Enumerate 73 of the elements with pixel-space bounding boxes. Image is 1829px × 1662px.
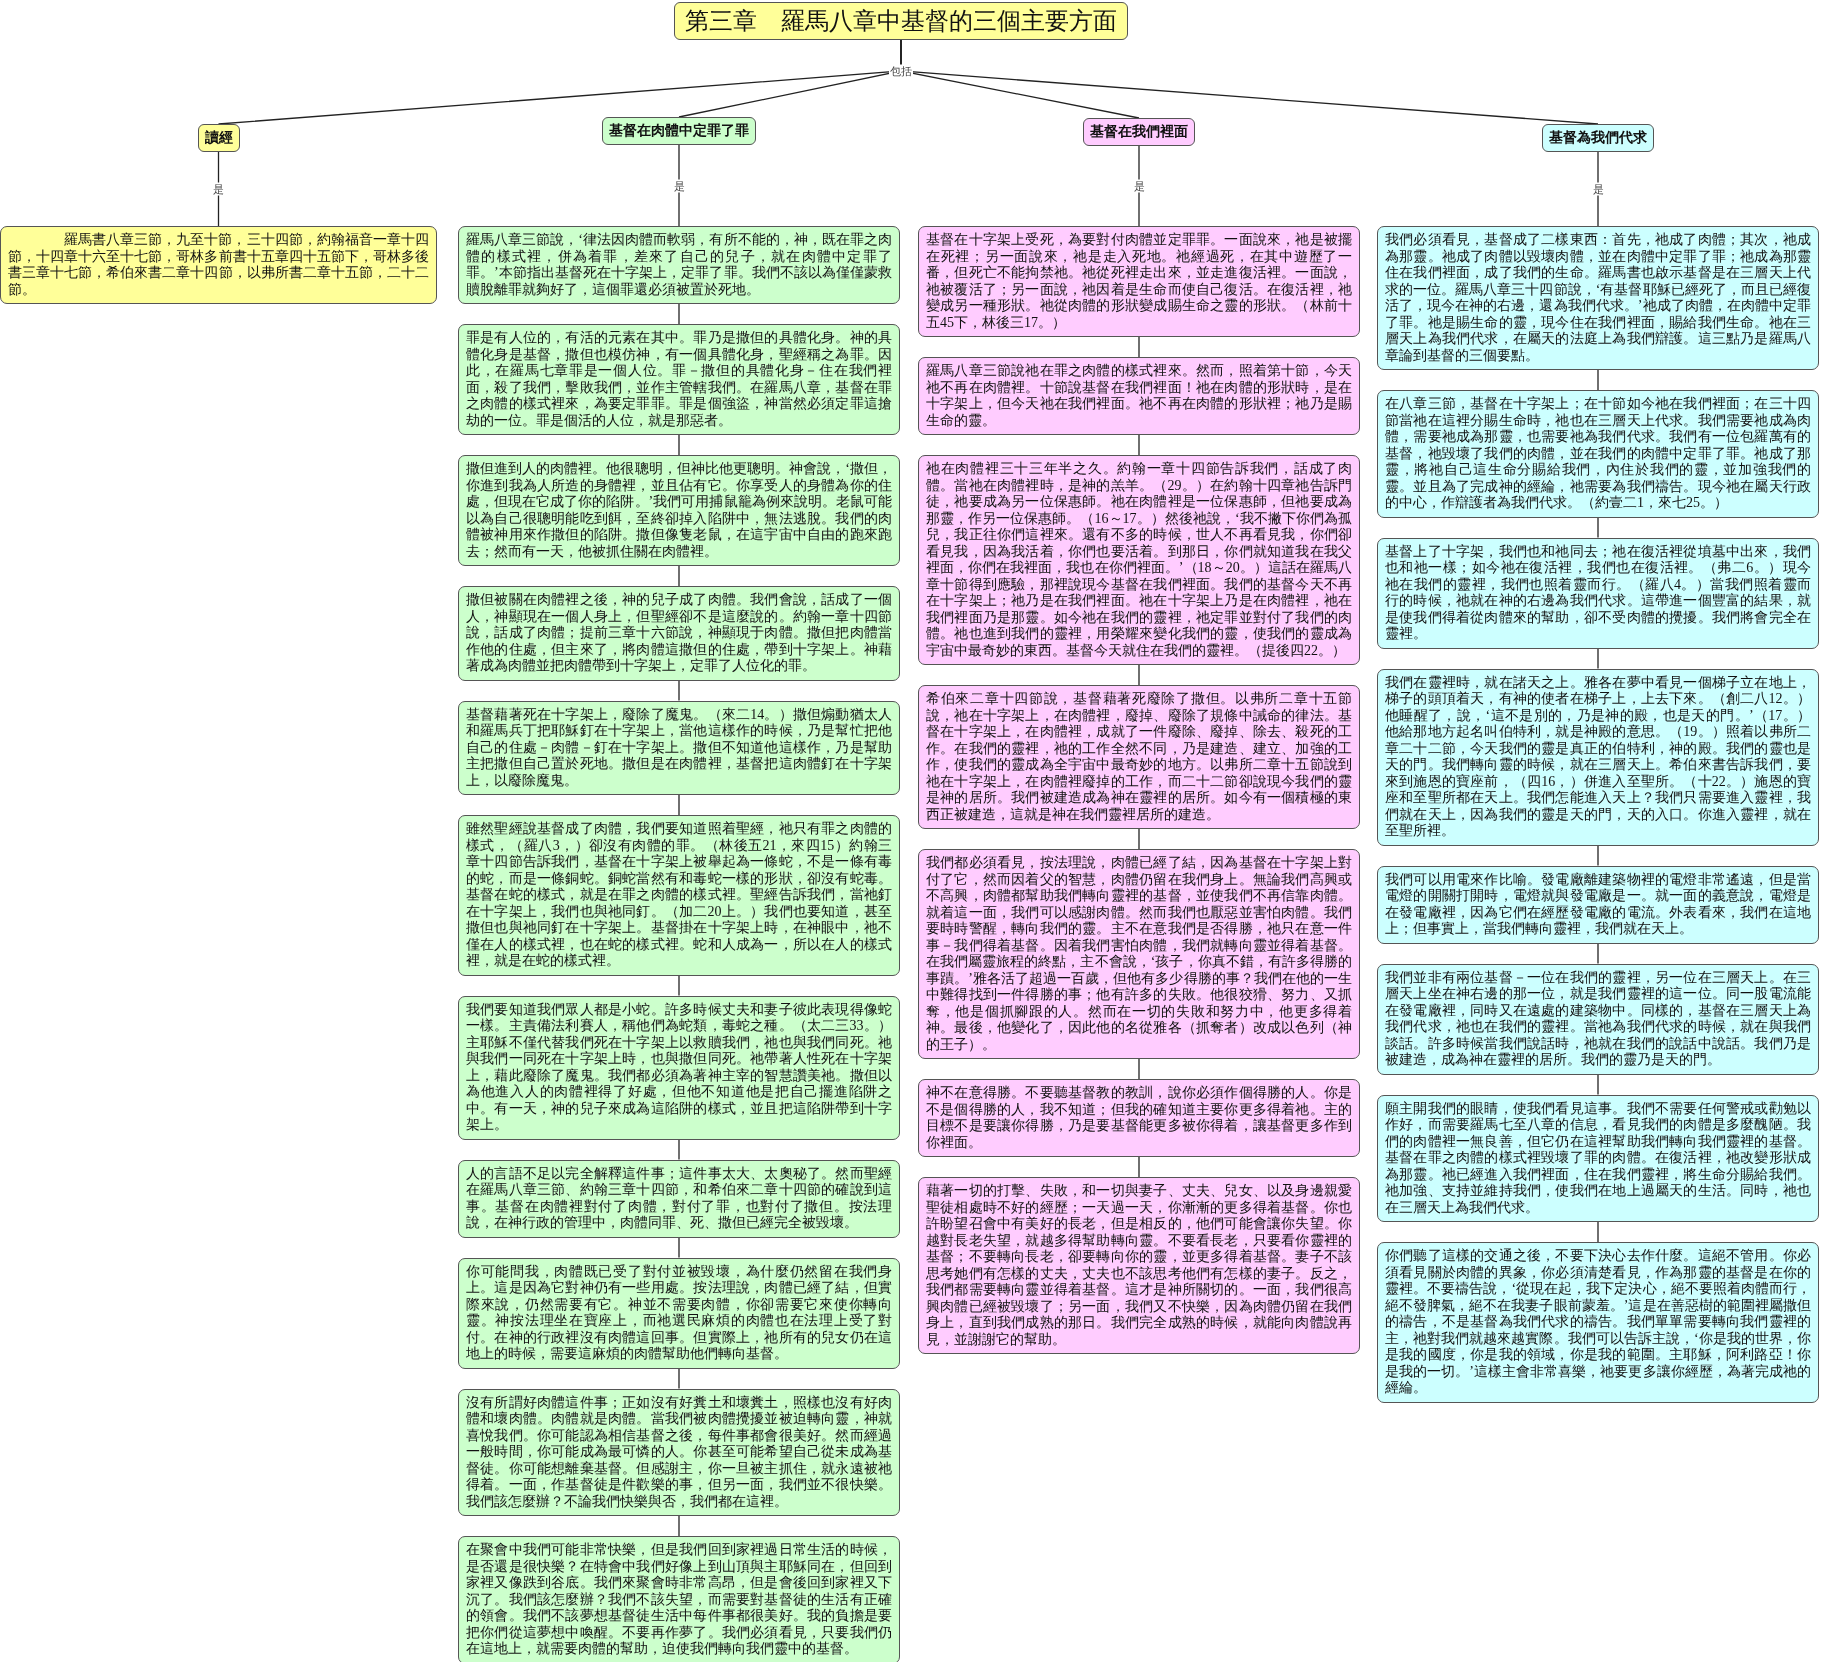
connector-line (1597, 844, 1599, 867)
note-box (458, 700, 900, 795)
paragraph-text: 祂在肉體裡三十三年半之久。約翰一章十四節告訴我們，話成了肉體。當祂在肉體裡時，是神的羔羊。（29。）在約翰十四章祂告訴門徒，祂要成為另一位保惠師。祂在肉體裡是一位保惠師，但祂要成為那靈，作另一位保惠師。（16～17。）然後祂說，‘我不撇下你們為孤兒，我正往你們這裡來。還有不多的時候，世人不再看見我，你們卻看見我，因為我活着，你們也要活着。到那日，你們就知道我在我父裡面，你們在我裡面，我也在你們裡面。’（18～20。）這話在羅馬八章十節得到應驗，那裡說現今基督在我們裡面。我們的基督今天不再在十字架上；祂乃是在我們裡面。祂在十字架上乃是在肉體裡，祂在我們裡面乃是那靈。如今祂在我們的靈裡，祂定罪並對付了我們的肉體。祂也進到我們的靈裡，用榮耀來變化我們的靈，使我們的靈成為宇宙中最奇妙的東西。基督今天就住在我們的靈裡。（提後四22。） (926, 461, 1352, 659)
connector-line (678, 679, 680, 702)
connector-line (1138, 336, 1140, 358)
connector-line (1597, 647, 1599, 670)
note-box (458, 226, 900, 304)
paragraph-text: 羅馬八章三節說祂在罪之肉體的樣式裡來。然而，照着第十節，今天祂不再在肉體裡。十節說基督在我們裡面！祂在肉體的形狀時，是在十字架上，但今天祂在我們裡面。祂不再在肉體的形狀裡；祂乃是賜生命的靈。 (926, 363, 1352, 429)
paragraph-text: 希伯來二章十四節說，基督藉著死廢除了撒但。以弗所二章十五節說，祂在十字架上，在肉體裡，廢掉、廢除了規條中誡命的律法。基督在十字架上，在肉體裡，成就了一件廢除、廢掉、除去、殺死的工作。在我們的靈裡，祂的工作全然不同，乃是建造、建立、加強的工作，使我們的靈成為全宇宙中最奇妙的地方。以弗所二章十五節說到祂在十字架上，在肉體裡廢掉的工作，而二十二節卻說現今我們的靈是神的居所。我們被建造成為神在靈裡的居所。如今有一個積極的東西正被建造，這就是神在我們靈裡居所的建造。 (926, 691, 1352, 823)
connector-line (1597, 1073, 1599, 1096)
paragraph-text: 罪是有人位的，有活的元素在其中。罪乃是撒但的具體化身。神的具體化身是基督，撒但也模仿神，有一個具體化身，聖經稱之為罪。因此，在羅馬七章罪是一個人位。罪－撒但的具體化身－住在我們裡面，殺了我們，擊敗我們，並作主管轄我們。在羅馬八章，基督在罪之肉體的樣式裡來，為要定罪罪。罪是個強盜，神當然必須定罪這搶劫的一位。罪是個活的人位，就是那惡者。 (466, 330, 892, 429)
paragraph-text: 我們在靈裡時，就在諸天之上。雅各在夢中看見一個梯子立在地上，梯子的頭頂着天，有神的使者在梯子上，上去下來。（創二八12。）他睡醒了，說，‘這不是別的，乃是神的殿，也是天的門。’（17。）他給那地方起名叫伯特利，就是神殿的意思。（19。）照着以弗所二章二十二節，今天我們的靈是真正的伯特利，神的殿。我們的靈也是天的門。我們轉向靈的時候，就在三層天上。希伯來書告訴我們，要來到施恩的寶座前，（四16，）併進入至聖所。（十22。）施恩的寶座和至聖所都在天上。我們怎能進入天上？我們只需要進入靈裡，我們就在天上，因為我們的靈是天的門，天的入口。你進入靈裡，就在至聖所裡。 (1385, 674, 1811, 840)
paragraph-text: 撒但進到人的肉體裡。他很聰明，但神比他更聰明。神會說，‘撒但，你進到我為人所造的身體裡，並且佔有它。你享受人的身體為你的住處，但現在它成了你的陷阱。’我們可用捕鼠籠為例來說明。老鼠可能以為自己很聰明能吃到餌，至終卻掉入陷阱中，無法逃脫。我們的肉體被神用來作撒但的陷阱。撒但像隻老鼠，在這宇宙中自由的跑來跑去；然而有一天，他被抓住關在肉體裡。 (466, 461, 892, 560)
paragraph-text: 在八章三節，基督在十字架上；在十節如今祂在我們裡面；在三十四節當祂在這裡分賜生命時，祂也在三層天上代求。我們需要祂成為肉體，需要祂成為那靈，也需要祂為我們代求。我們有一位包羅萬有的基督，祂毀壞了我們的肉體，並在我們的肉體中定罪了罪。祂成了那靈，將祂自己這生命分賜給我們，內住於我們的靈，並加強我們的靈。並且為了完成神的經綸，祂需要為我們禱告。現今祂在屬天行政的中心，作辯護者為我們代求。（約壹二1，來七25。） (1385, 396, 1811, 512)
paragraph-text: 願主開我們的眼睛，使我們看見這事。我們不需要任何警戒或勸勉以作好，而需要羅馬七至八章的信息，看見我們的肉體是多麼醜陋。我們的肉體裡一無良善，但它仍在這裡幫助我們轉向我們靈裡的基督。基督在罪之肉體的樣式裡毀壞了罪的肉體。在復活裡，祂改變形狀成為那靈。祂已經進入我們裡面，住在我們靈裡，將生命分賜給我們。祂加強、支持並維持我們，使我們在地上過屬天的生活。同時，祂也在三層天上為我們代求。 (1385, 1100, 1811, 1216)
edge-label: 是 (1591, 182, 1605, 196)
edge-label: 是 (672, 179, 686, 192)
connector-line (678, 974, 680, 997)
paragraph-text: 我們都必須看見，按法理說，肉體已經了結，因為基督在十字架上對付了它，然而因着父的智慧，肉體仍留在我們身上。無論我們高興或不高興，肉體都幫助我們轉向靈裡的基督，並使我們不再信靠肉體。就着這一面，我們可以感謝肉體。然而我們也厭惡並害怕肉體。我們要時時警醒，轉向我們的靈。主不在意我們是否得勝，祂只在意一件事－我們得着基督。因着我們害怕肉體，我們就轉向靈並得着基督。在我們屬靈旅程的終點，主不會說，‘孩子，你真不錯，有許多得勝的事蹟。’雅各活了超過一百歲，但他有多少得勝的事？我們在他的一生中難得找到一件得勝的事；他有許多的失敗。他很狡猾、努力、又抓奪，他是個抓腳跟的人。然而在一切的失敗和努力中，他更多得着神。最後，他變化了，因此他的名從雅各（抓奪者）改成以色列（神的王子）。 (926, 855, 1352, 1053)
paragraph-text: 在聚會中我們可能非常快樂，但是我們回到家裡過日常生活的時候，是否還是很快樂？在特會中我們好像上到山頂與主耶穌同在，但回到家裡又像跌到谷底。我們來聚會時非常高昂，但是會後回到家裡又下沉了。我們該怎麼辦？我們不該失望，而需要對基督徒的生活有正確的領會。我們不該夢想基督徒生活中每件事都很美好。我的負擔是要把你們從這夢想中喚醒。不要再作夢了。我們必須看見，只要我們仍在這地上，就需要肉體的幫助，迫使我們轉向我們靈中的基督。 (466, 1542, 892, 1658)
connector-line (678, 1236, 680, 1259)
connector-line (1597, 369, 1599, 391)
connector-line (678, 794, 680, 816)
paragraph-text: 人的言語不足以完全解釋這件事；這件事太大、太奧秘了。然而聖經在羅馬八章三節、約翰三章十四節，和希伯來二章十四節的確說到這事。基督在肉體裡對付了肉體，對付了罪，也對付了撒但。按法理說，在神行政的管理中，肉體同罪、死、撒但已經完全被毀壞。 (466, 1165, 892, 1232)
connector-line (1138, 828, 1140, 850)
topic-label: 基督在肉體中定罪了罪 (609, 122, 749, 140)
paragraph-text: 撒但被關在肉體裡之後，神的兒子成了肉體。我們會說，話成了一個人，神顯現在一個人身上，但聖經卻不是這麼說的。約翰一章十四節說，話成了肉體；提前三章十六節說，神顯現于肉體。撒但把肉體當作他的住處，但主來了，將肉體這撒但的住處，帶到十字架上。神藉著成為肉體並把肉體帶到十字架上，定罪了人位化的罪。 (466, 592, 892, 675)
paragraph-text: 藉著一切的打擊、失敗，和一切與妻子、丈夫、兒女、以及身邊親愛聖徒相處時不好的經歷；一天過一天，你漸漸的更多得着基督。你也許盼望召會中有美好的長老，但是相反的，他們可能會讓你失望。你越對長老失望，就越多得幫助轉向靈。不要看長老，只要看你靈裡的基督；不要轉向長老，卻要轉向你的靈，並更多得着基督。妻子不該思考她們有怎樣的丈夫，丈夫也不該思考他們有怎樣的妻子。反之，我們都需要轉向靈並得着基督。這才是神所關切的。一面，我們很高興肉體已經被毀壞了；另一面，我們又不快樂，因為肉體仍留在我們身上，直到我們成熟的那日。我們完全成熟的時候，就能向肉體說再見，並謝謝它的幫助。 (926, 1183, 1352, 1348)
note-box (458, 586, 900, 681)
paragraph-text: 你可能問我，肉體既已受了對付並被毀壞，為什麼仍然留在我們身上。這是因為它對神仍有一些用處。按法理說，肉體已經了結，但實際來說，仍然需要有它。神並不需要肉體，你卻需要它來使你轉向靈。神按法理坐在寶座上，而祂選民麻煩的肉體也在法理上受了對付。在神的行政裡沒有肉體這回事。但實際上，祂所有的兒女仍在這地上的時候，需要這麻煩的肉體幫助他們轉向基督。 (466, 1263, 892, 1363)
note-box (458, 1159, 900, 1238)
connector-line (1138, 1058, 1140, 1080)
topic-box (197, 124, 240, 152)
connector-line (1138, 664, 1140, 686)
note-box (1377, 865, 1819, 944)
paragraph-text: 羅馬八章三節說，‘律法因肉體而軟弱，有所不能的，神，既在罪之肉體的樣式裡，併為着罪，差來了自己的兒子，就在肉體中定罪了罪。’本節指出基督死在十字架上，定罪了罪。我們不該以為僅僅蒙救贖脫離罪就夠好了，這個罪還必須被置於死地。 (466, 232, 892, 298)
connector-line (1597, 516, 1599, 539)
title-box (674, 2, 1128, 40)
connector-line (678, 1515, 680, 1537)
topic-label: 基督為我們代求 (1549, 129, 1647, 147)
edge-label: 是 (1132, 179, 1146, 193)
topic-label: 讀經 (204, 129, 233, 147)
connector-line (678, 1367, 680, 1390)
paragraph-text: 我們並非有兩位基督－一位在我們的靈裡，另一位在三層天上。在三層天上坐在神右邊的那一位，就是我們靈裡的這一位。同一股電流能在發電廠裡，同時又在遠處的建築物中。同樣的，基督在三層天上為我們代求，祂也在我們的靈裡。當祂為我們代求的時候，就在與我們談話。許多時候當我們說話時，祂就在我們的說話中說話。我們乃是被建造，成為神在靈裡的居所。我們的靈乃是天的門。 (1385, 969, 1811, 1069)
paragraph-text: 基督在十字架上受死，為要對付肉體並定罪罪。一面說來，祂是被擺在死裡；另一面說來，祂是走入死地。祂經過死，在其中遊歷了一番，但死亡不能拘禁祂。祂從死裡走出來，並走進復活裡。一面說，祂被覆活了；另一面說，祂因着是生命而使自己復活。在復活裡，祂變成另一種形狀。祂從肉體的形狀變成賜生命之靈的形狀。（林前十五45下，林後三17。） (926, 232, 1352, 331)
topic-box (1083, 118, 1195, 146)
paragraph-text: 我們必須看見，基督成了二樣東西：首先，祂成了肉體；其次，祂成為那靈。祂成了肉體以毀壞肉體，並在肉體中定罪了罪；祂成為那靈住在我們裡面，成了我們的生命。羅馬書也啟示基督是在三層天上代求的一位。羅馬八章三十四節說，‘有基督耶穌已經死了，而且已經復活了，現今在神的右邊，還為我們代求。’祂成了肉體，在肉體中定罪了罪。祂是賜生命的靈，現今住在我們裡面，賜給我們生命。祂在三層天上為我們代求，在屬天的法庭上為我們辯護。這三點乃是羅馬八章論到基督的三個要點。 (1385, 232, 1811, 364)
paragraph-text: 神不在意得勝。不要聽基督教的教訓，說你必須作個得勝的人。你是不是個得勝的人，我不知道；但我的確知道主要你更多得着祂。主的目標不是要讓你得勝，乃是要基督能更多被你得着，讓基督更多作到你裡面。 (926, 1085, 1352, 1151)
connector-line (1138, 434, 1140, 456)
topic-box (1542, 124, 1654, 152)
paragraph-text: 羅馬書八章三節，九至十節，三十四節，約翰福音一章十四節，十四章十六至十七節，哥林多前書十五章四十五節下，哥林多後書三章十七節，希伯來書二章十四節，以弗所書二章十五節，二十二節。 (8, 232, 429, 298)
edge-label: 是 (212, 182, 225, 196)
edge-label: 包括 (889, 64, 913, 78)
paragraph-text: 基督藉著死在十字架上，廢除了魔鬼。（來二14。）撒但煽動猶太人和羅馬兵丁把耶穌釘在十字架上，當他這樣作的時候，乃是幫忙把他自己的住處－肉體－釘在十字架上。撒但不知道他這樣作，乃是幫助主把撒但自己置於死地。撒但是在肉體裡，基督把這肉體釘在十字架上，以廢除魔鬼。 (466, 706, 892, 789)
topic-label: 基督在我們裡面 (1090, 123, 1188, 141)
connector-line (1597, 1221, 1599, 1243)
paragraph-text: 你們聽了這樣的交通之後，不要下決心去作什麼。這絕不管用。你必須看見關於肉體的異象，你必須清楚看見，作為那靈的基督是在你的靈裡。不要禱告說，‘從現在起，我下定決心，絕不要照着肉體而行，絕不發脾氣，絕不在我妻子眼前蒙羞。’這是在善惡樹的範圍裡屬撒但的禱告，不是基督為我們代求的禱告。我們單單需要轉向我們靈裡的主，祂對我們就越來越實際。我們可以告訴主說，‘你是我的世界，你是我的國度，你是我的領域，你是我的範圍。主耶穌，阿利路亞！你是我的一切。’這樣主會非常喜樂，祂要更多讓你經歷，為著完成祂的經綸。 (1385, 1248, 1811, 1397)
title-text: 第三章 羅馬八章中基督的三個主要方面 (685, 7, 1117, 36)
note-box (0, 226, 437, 304)
paragraph-text: 我們要知道我們眾人都是小蛇。許多時候丈夫和妻子彼此表現得像蛇一樣。主責備法利賽人，稱他們為蛇類，毒蛇之種。（太二三33。）主耶穌不僅代替我們死在十字架上以救贖我們，祂也與我們同死。祂與我們一同死在十字架上時，也與撒但同死。祂帶著人性死在十字架上，藉此廢除了魔鬼。我們都必須為著神主宰的智慧讚美祂。撒但以為他進入人的肉體裡得了好處，但他不知道他是把自己擺進陷阱之中。有一天，神的兒子來成為這陷阱的樣式，並且把這陷阱帶到十字架上。 (466, 1001, 892, 1134)
paragraph-text: 我們可以用電來作比喻。發電廠離建築物裡的電燈非常遙遠，但是當電燈的開關打開時，電燈就與發電廠是一。就一面的義意說，電燈是在發電廠裡，因為它們在經歷發電廠的電流。外表看來，我們在這地上；但事實上，當我們轉向靈裡，我們就在天上。 (1385, 871, 1811, 938)
connector-line (678, 434, 680, 456)
paragraph-text: 雖然聖經說基督成了肉體，我們要知道照着聖經，祂只有罪之肉體的樣式，（羅八3，）卻沒有肉體的罪。（林後五21，來四15）約翰三章十四節告訴我們，基督在十字架上被舉起為一條蛇，不是一條有毒的蛇，而是一條銅蛇。銅蛇當然有和毒蛇一樣的形狀，卻沒有蛇毒。基督在蛇的樣式，就是在罪之肉體的樣式裡。聖經告訴我們，當祂釘在十字架上，我們也與祂同釘。（加二20上。）我們也要知道，甚至撒但也與祂同釘在十字架上。基督掛在十字架上時，在神眼中，祂不僅在人的樣式裡，也在蛇的樣式裡。蛇和人成為一，所以在人的樣式裡，就是在蛇的樣式裡。 (466, 821, 892, 970)
paragraph-text: 沒有所謂好肉體這件事；正如沒有好糞土和壞糞土，照樣也沒有好肉體和壞肉體。肉體就是肉體。當我們被肉體攪擾並被迫轉向靈，神就喜悅我們。你可能認為相信基督之後，每件事都會很美好。然而經過一般時間，你可能成為最可憐的人。你甚至可能希望自己從未成為基督徒。你可能想離棄基督。但感謝主，你一旦被主抓住，就永遠被祂得着。一面，作基督徒是件歡樂的事，但另一面，我們並不很快樂。我們該怎麼辦？不論我們快樂與否，我們都在這裡。 (466, 1394, 892, 1510)
connector-line (1597, 942, 1599, 965)
connector-line (678, 1138, 680, 1161)
topic-box (602, 117, 756, 145)
connector-line (1138, 1156, 1140, 1178)
paragraph-text: 基督上了十字架，我們也和祂同去；祂在復活裡從墳墓中出來，我們也和祂一樣；如今祂在復活裡，我們也在復活裡。（弗二6。）現今祂在我們的靈裡，我們也照着靈而行。（羅八4。）當我們照着靈而行的時候，祂就在神的右邊為我們代求。這帶進一個豐富的結果，就是使我們得着從肉體來的幫助，卻不受肉體的攪擾。我們將會完全在靈裡。 (1385, 543, 1811, 643)
note-box (918, 357, 1360, 435)
note-box (918, 1079, 1360, 1157)
connector-line (678, 565, 680, 587)
connector-line (678, 303, 680, 325)
